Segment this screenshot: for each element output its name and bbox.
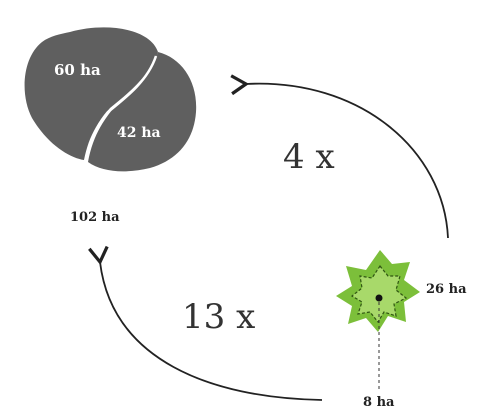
core-point [375, 294, 383, 302]
upper-growth-arrow [230, 74, 449, 239]
mid-patch-area-label: 26 ha [426, 282, 467, 297]
large-habitat-right-lobe [88, 52, 197, 172]
lower-growth-arrow [88, 245, 323, 401]
left-lobe-area-label: 60 ha [54, 61, 101, 79]
total-area-label: 102 ha [70, 210, 120, 225]
right-lobe-area-label: 42 ha [117, 125, 161, 141]
core-area-label: 8 ha [363, 395, 395, 410]
large-habitat-left-lobe [24, 27, 159, 161]
mid-patch-inner [350, 264, 408, 324]
lower-multiplier-label: 13 x [182, 297, 256, 337]
lobe-divider [84, 55, 158, 161]
upper-multiplier-label: 4 x [283, 137, 335, 177]
